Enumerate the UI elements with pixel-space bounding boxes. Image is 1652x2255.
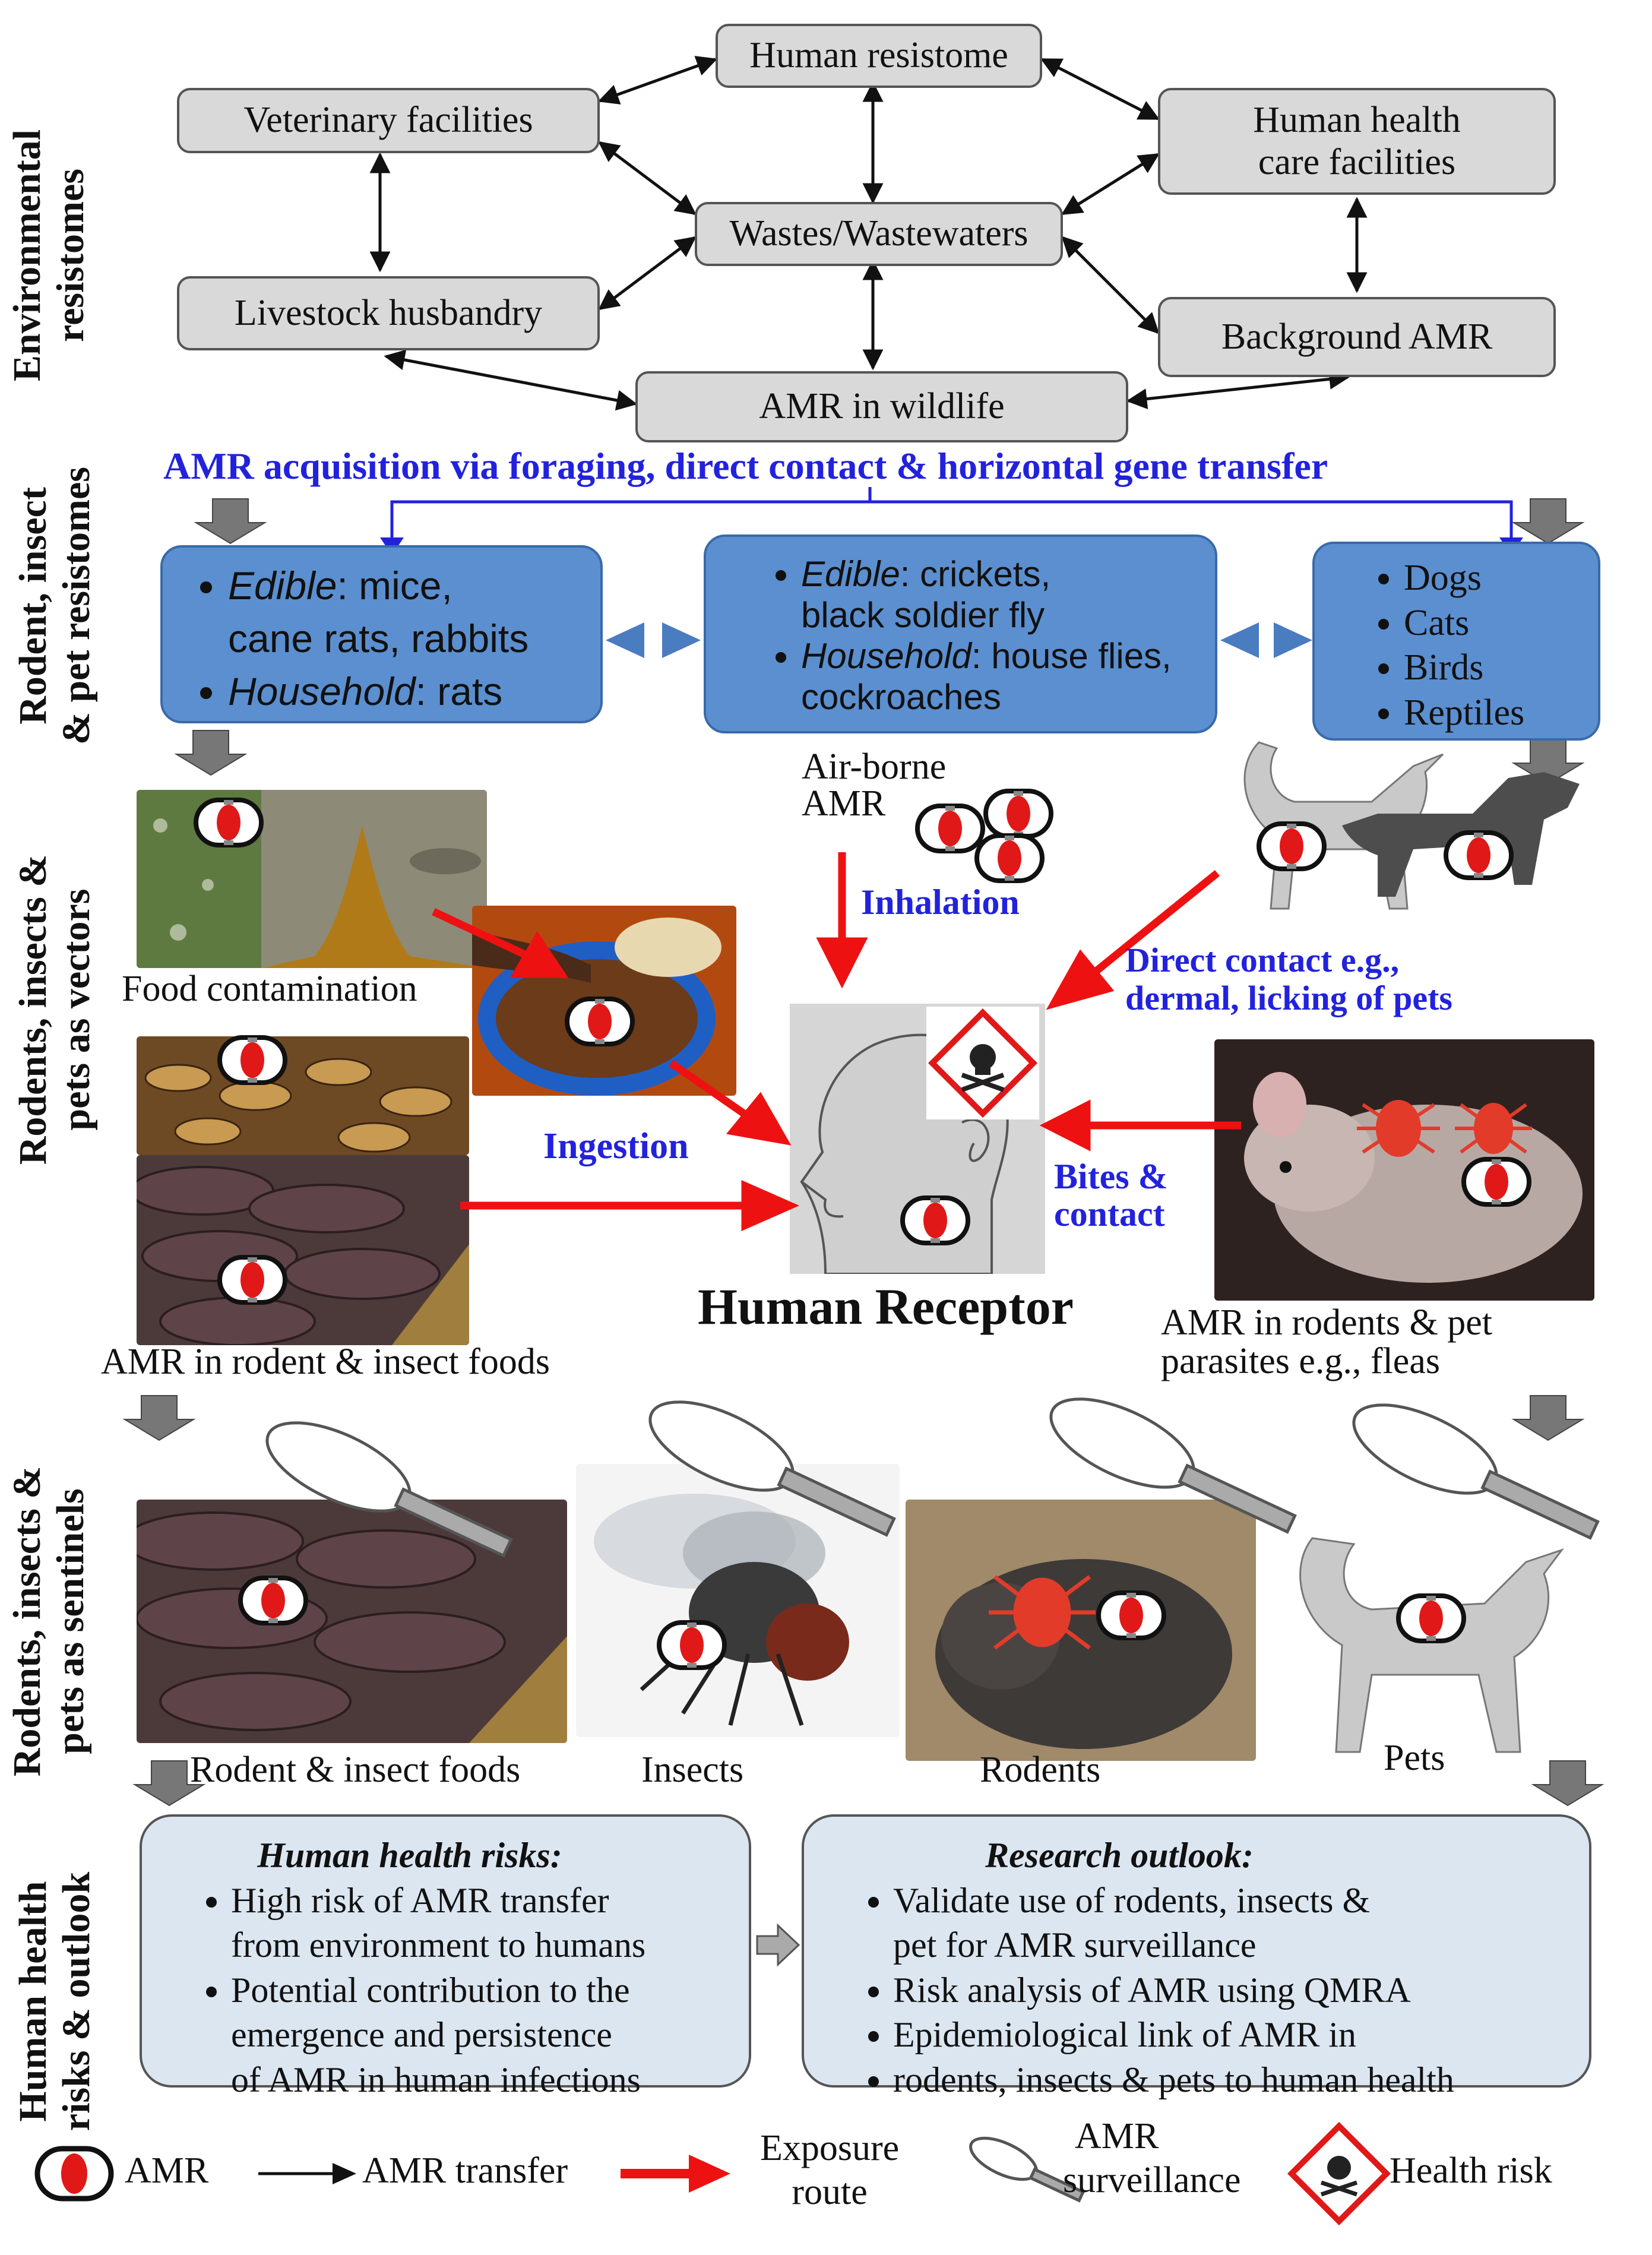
ingestion-label: Ingestion [543, 1126, 689, 1166]
legend-amr: AMR [125, 2150, 209, 2191]
health-risk-icon [926, 1007, 1039, 1119]
box-veterinary-facilities: Veterinary facilities [177, 88, 600, 153]
resistome-pets-box: Dogs Cats Birds Reptiles [1312, 542, 1600, 741]
risks-title: Human health risks: [257, 1836, 562, 1875]
sentinel-cat-silhouette [1299, 1537, 1565, 1753]
down-arrows [122, 498, 1604, 1807]
magnifier-icons [265, 1397, 1600, 1558]
food-contamination-photo [137, 790, 487, 968]
legend-transfer: AMR transfer [362, 2150, 568, 2191]
acquisition-text: AMR acquisition via foraging, direct con… [163, 445, 1328, 487]
box-background-amr: Background AMR [1158, 297, 1556, 377]
legend-icons [34, 2121, 1391, 2226]
inhalation-label: Inhalation [861, 883, 1020, 922]
crickets-photo [137, 1036, 469, 1155]
box-wastes-wastewaters: Wastes/Wastewaters [695, 202, 1063, 266]
outlook-connector-arrow [756, 1923, 800, 1967]
box-livestock-husbandry: Livestock husbandry [177, 276, 600, 350]
human-health-risks-panel: Human health risks: High risk of AMR tra… [140, 1814, 751, 2099]
box-human-resistome: Human resistome [716, 24, 1042, 88]
food-contamination-label: Food contamination [122, 969, 417, 1009]
resistome-insects-box: Edible: crickets,black soldier fly House… [704, 535, 1217, 733]
sentinel-rodents-label: Rodents [980, 1750, 1101, 1790]
sentinel-foods-photo [137, 1500, 567, 1743]
sentinel-insects-label: Insects [641, 1750, 744, 1790]
environment-arrows [369, 56, 1368, 411]
sentinel-foods-label: Rodent & insect foods [190, 1750, 521, 1790]
exposure-arrows [432, 852, 1241, 1231]
resistome-links [606, 622, 1312, 658]
research-title: Research outlook: [985, 1836, 1254, 1875]
bites-contact-label: Bites &contact [1054, 1157, 1168, 1234]
resistome-rodents-box: Edible: mice,cane rats, rabbits Househol… [160, 545, 603, 723]
sentinel-pets-label: Pets [1384, 1738, 1445, 1778]
research-outlook-panel: Research outlook: Validate use of rodent… [802, 1814, 1591, 2099]
box-amr-wildlife: AMR in wildlife [635, 371, 1128, 442]
direct-contact-label: Direct contact e.g.,dermal, licking of p… [1125, 941, 1452, 1017]
rat-parasites-photo [1214, 1039, 1594, 1301]
rodent-insect-foods-label: AMR in rodent & insect foods [101, 1342, 550, 1382]
human-receptor-label: Human Receptor [698, 1278, 1074, 1335]
rodent-foods-photo [137, 1155, 469, 1345]
legend-health-risk: Health risk [1390, 2150, 1552, 2191]
